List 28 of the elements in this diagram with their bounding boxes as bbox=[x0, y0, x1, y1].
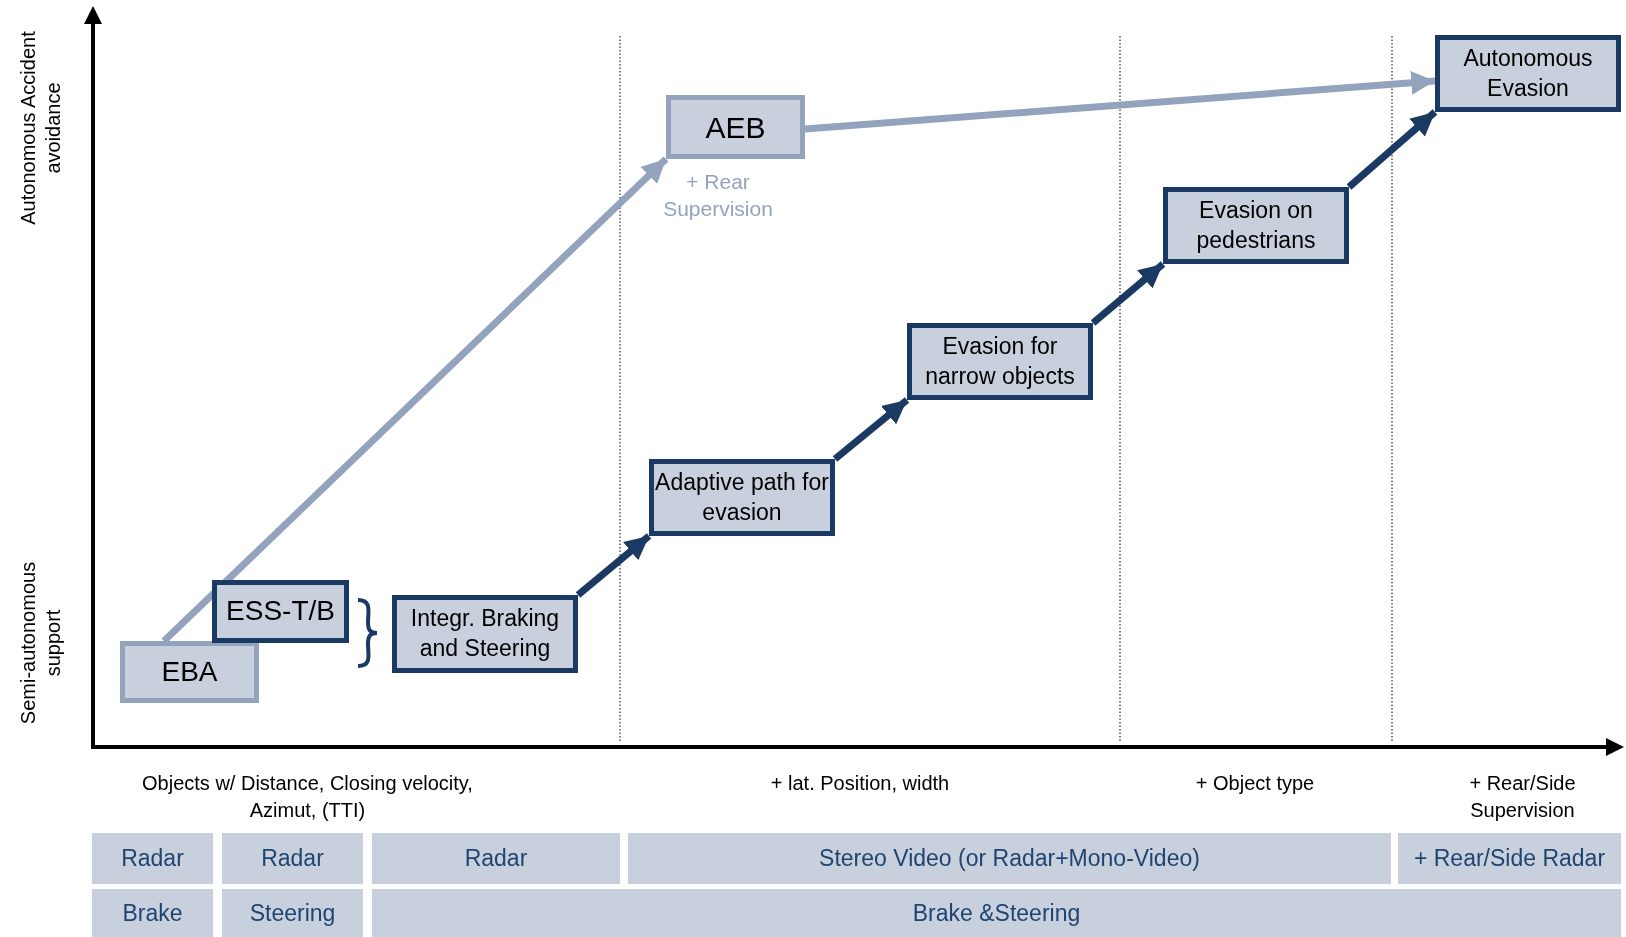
arrow bbox=[804, 70, 1436, 133]
table-cell: Steering bbox=[222, 889, 363, 937]
axis-label: Autonomous Accident avoidance bbox=[16, 30, 65, 227]
process-box: AEB bbox=[666, 95, 805, 159]
axis-label: Semi-autonomous support bbox=[16, 560, 65, 727]
table-cell: Brake &Steering bbox=[372, 889, 1621, 937]
axis-caption: + Rear/Side Supervision bbox=[1468, 771, 1577, 823]
arrow bbox=[575, 533, 652, 598]
axis-caption: + Object type bbox=[1194, 771, 1316, 796]
process-box: Integr. Braking and Steering bbox=[392, 595, 578, 673]
process-box: EBA bbox=[120, 641, 259, 703]
table-cell: Radar bbox=[92, 833, 213, 884]
process-box: Adaptive path for evasion bbox=[649, 459, 835, 536]
table-cell: Stereo Video (or Radar+Mono-Video) bbox=[628, 833, 1391, 884]
process-box: Evasion on pedestrians bbox=[1163, 187, 1349, 264]
axis-caption: + lat. Position, width bbox=[770, 771, 950, 796]
table-cell: Radar bbox=[222, 833, 363, 884]
process-box: Evasion for narrow objects bbox=[907, 323, 1093, 400]
node-caption: + Rear Supervision bbox=[662, 169, 774, 223]
axis-caption: Objects w/ Distance, Closing velocity, Azimut, (TTI) bbox=[141, 771, 474, 823]
process-box: ESS-T/B bbox=[212, 580, 349, 643]
arrow bbox=[832, 397, 910, 462]
arrow bbox=[1090, 261, 1166, 326]
arrow bbox=[1346, 109, 1438, 190]
table-cell: Brake bbox=[92, 889, 213, 937]
table-cell: + Rear/Side Radar bbox=[1398, 833, 1621, 884]
process-box: Autonomous Evasion bbox=[1435, 35, 1621, 112]
table-cell: Radar bbox=[372, 833, 620, 884]
